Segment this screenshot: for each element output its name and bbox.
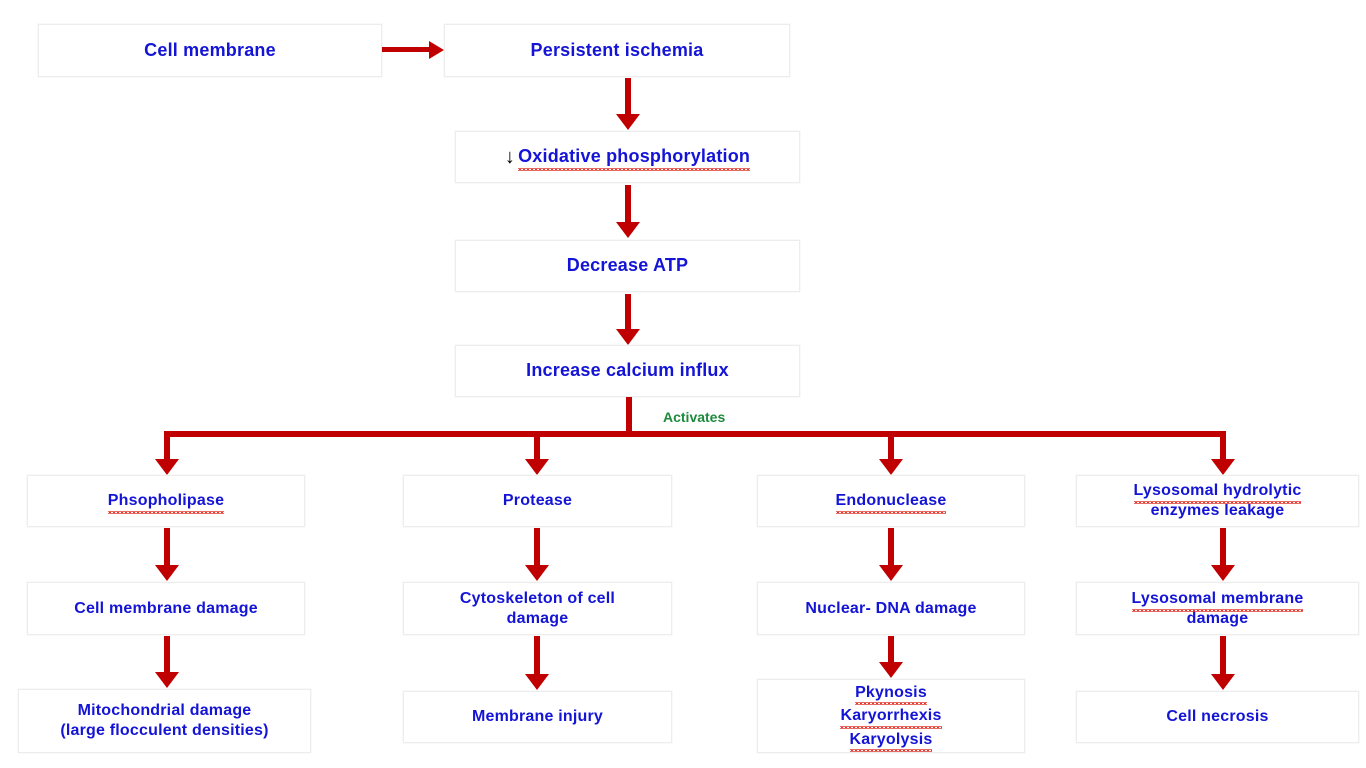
arrow-lysosomal-enzymes-to-lysosomal-membrane bbox=[1211, 528, 1235, 582]
node-lysosomal-membrane-damage-label-line1: Lysosomal membrane bbox=[1131, 589, 1304, 611]
arrow-cytoskeleton-to-membrane-injury bbox=[525, 636, 549, 691]
arrow-shaft bbox=[888, 528, 894, 567]
node-cell-necrosis[interactable]: Cell necrosis bbox=[1076, 691, 1359, 743]
arrow-head bbox=[525, 674, 549, 690]
node-nuclear-dna-damage[interactable]: Nuclear- DNA damage bbox=[757, 582, 1025, 635]
arrow-oxphos-to-decrease-atp bbox=[616, 185, 640, 239]
arrow-head bbox=[1211, 459, 1235, 475]
node-increase-calcium-influx-label: Increase calcium influx bbox=[526, 360, 729, 381]
arrow-head bbox=[1211, 674, 1235, 690]
node-cytoskeleton-damage-label-line2: damage bbox=[506, 609, 569, 627]
arrow-shaft bbox=[534, 636, 540, 676]
arrow-shaft bbox=[625, 294, 631, 331]
arrow-head bbox=[1211, 565, 1235, 581]
arrow-head bbox=[616, 222, 640, 238]
arrow-head bbox=[879, 662, 903, 678]
arrow-bus-to-lysosomal-enzymes bbox=[1211, 431, 1235, 475]
annotation-activates: Activates bbox=[663, 409, 726, 425]
arrow-shaft bbox=[625, 185, 631, 224]
bus-horizontal-line bbox=[164, 431, 1223, 437]
arrow-head bbox=[155, 565, 179, 581]
node-karyorrhexis-label: Karyorrhexis bbox=[840, 707, 942, 729]
node-karyolysis-label: Karyolysis bbox=[849, 730, 933, 752]
node-cell-membrane-damage-label: Cell membrane damage bbox=[74, 599, 258, 617]
node-mitochondrial-damage-label-line2: (large flocculent densities) bbox=[60, 722, 269, 739]
bus-drop-stem bbox=[626, 397, 632, 437]
arrow-bus-to-phospholipase bbox=[155, 431, 179, 475]
arrow-bus-to-endonuclease bbox=[879, 431, 903, 475]
node-endonuclease[interactable]: Endonuclease bbox=[757, 475, 1025, 527]
node-lysosomal-enzymes-leakage[interactable]: Lysosomal hydrolytic enzymes leakage bbox=[1076, 475, 1359, 527]
arrow-shaft bbox=[888, 636, 894, 664]
node-pkynosis-label: Pkynosis bbox=[855, 683, 927, 705]
node-phospholipase[interactable]: Phsopholipase bbox=[27, 475, 305, 527]
node-cytoskeleton-damage[interactable]: Cytoskeleton of cell damage bbox=[403, 582, 672, 635]
arrow-shaft bbox=[1220, 528, 1226, 567]
arrow-head bbox=[616, 329, 640, 345]
node-membrane-injury[interactable]: Membrane injury bbox=[403, 691, 672, 743]
node-lysosomal-enzymes-leakage-label-line2: enzymes leakage bbox=[1150, 502, 1285, 519]
arrow-phospholipase-to-cell-membrane-damage bbox=[155, 528, 179, 582]
arrow-shaft bbox=[164, 636, 170, 674]
node-cell-membrane-damage[interactable]: Cell membrane damage bbox=[27, 582, 305, 635]
arrow-head bbox=[525, 565, 549, 581]
arrow-protease-to-cytoskeleton bbox=[525, 528, 549, 582]
node-lysosomal-membrane-damage[interactable]: Lysosomal membrane damage bbox=[1076, 582, 1359, 635]
arrow-lysosomal-membrane-to-cell-necrosis bbox=[1211, 636, 1235, 691]
arrow-shaft bbox=[1220, 431, 1226, 461]
node-mitochondrial-damage[interactable]: Mitochondrial damage (large flocculent d… bbox=[18, 689, 311, 753]
node-cell-necrosis-label: Cell necrosis bbox=[1166, 708, 1269, 726]
node-membrane-injury-label: Membrane injury bbox=[471, 708, 604, 726]
arrow-cell-membrane-to-persistent-ischemia bbox=[382, 41, 444, 59]
arrow-atp-to-calcium bbox=[616, 294, 640, 346]
arrow-ischemia-to-oxphos bbox=[616, 78, 640, 130]
node-protease-label: Protease bbox=[502, 492, 573, 510]
arrow-head bbox=[155, 672, 179, 688]
arrow-shaft bbox=[164, 528, 170, 567]
arrow-head bbox=[429, 41, 444, 59]
arrow-head bbox=[155, 459, 179, 475]
arrow-nuclear-dna-damage-to-nuclear-changes bbox=[879, 636, 903, 678]
arrow-shaft bbox=[534, 431, 540, 461]
arrow-bus-to-protease bbox=[525, 431, 549, 475]
arrow-cell-membrane-damage-to-mitochondrial bbox=[155, 636, 179, 689]
arrow-head bbox=[616, 114, 640, 130]
node-decrease-atp-label: Decrease ATP bbox=[566, 255, 689, 276]
node-lysosomal-membrane-damage-label-line2: damage bbox=[1186, 609, 1249, 627]
arrow-shaft bbox=[625, 78, 631, 116]
arrow-endonuclease-to-nuclear-dna-damage bbox=[879, 528, 903, 582]
arrow-head bbox=[525, 459, 549, 475]
down-arrow-icon: ↓ bbox=[504, 145, 516, 168]
node-cell-membrane[interactable]: Cell membrane bbox=[38, 24, 382, 77]
node-oxidative-phosphorylation[interactable]: ↓ Oxidative phosphorylation bbox=[455, 131, 800, 183]
arrow-shaft bbox=[164, 431, 170, 461]
node-nuclear-dna-damage-label: Nuclear- DNA damage bbox=[805, 599, 977, 617]
node-persistent-ischemia-label: Persistent ischemia bbox=[530, 39, 704, 60]
arrow-head bbox=[879, 565, 903, 581]
node-phospholipase-label: Phsopholipase bbox=[107, 492, 225, 514]
node-persistent-ischemia[interactable]: Persistent ischemia bbox=[444, 24, 790, 77]
arrow-shaft bbox=[534, 528, 540, 567]
arrow-shaft bbox=[1220, 636, 1226, 676]
node-decrease-atp[interactable]: Decrease ATP bbox=[455, 240, 800, 292]
arrow-shaft bbox=[888, 431, 894, 461]
node-lysosomal-enzymes-leakage-label-line1: Lysosomal hydrolytic bbox=[1133, 482, 1302, 504]
node-endonuclease-label: Endonuclease bbox=[835, 492, 947, 514]
arrow-head bbox=[879, 459, 903, 475]
node-increase-calcium-influx[interactable]: Increase calcium influx bbox=[455, 345, 800, 397]
node-nuclear-changes[interactable]: Pkynosis Karyorrhexis Karyolysis bbox=[757, 679, 1025, 753]
node-mitochondrial-damage-label-line1: Mitochondrial damage bbox=[77, 702, 252, 720]
node-oxidative-phosphorylation-label: Oxidative phosphorylation bbox=[518, 146, 751, 171]
node-protease[interactable]: Protease bbox=[403, 475, 672, 527]
node-cytoskeleton-damage-label-line1: Cytoskeleton of cell bbox=[459, 589, 616, 607]
node-cell-membrane-label: Cell membrane bbox=[144, 39, 276, 60]
arrow-shaft bbox=[382, 47, 430, 52]
